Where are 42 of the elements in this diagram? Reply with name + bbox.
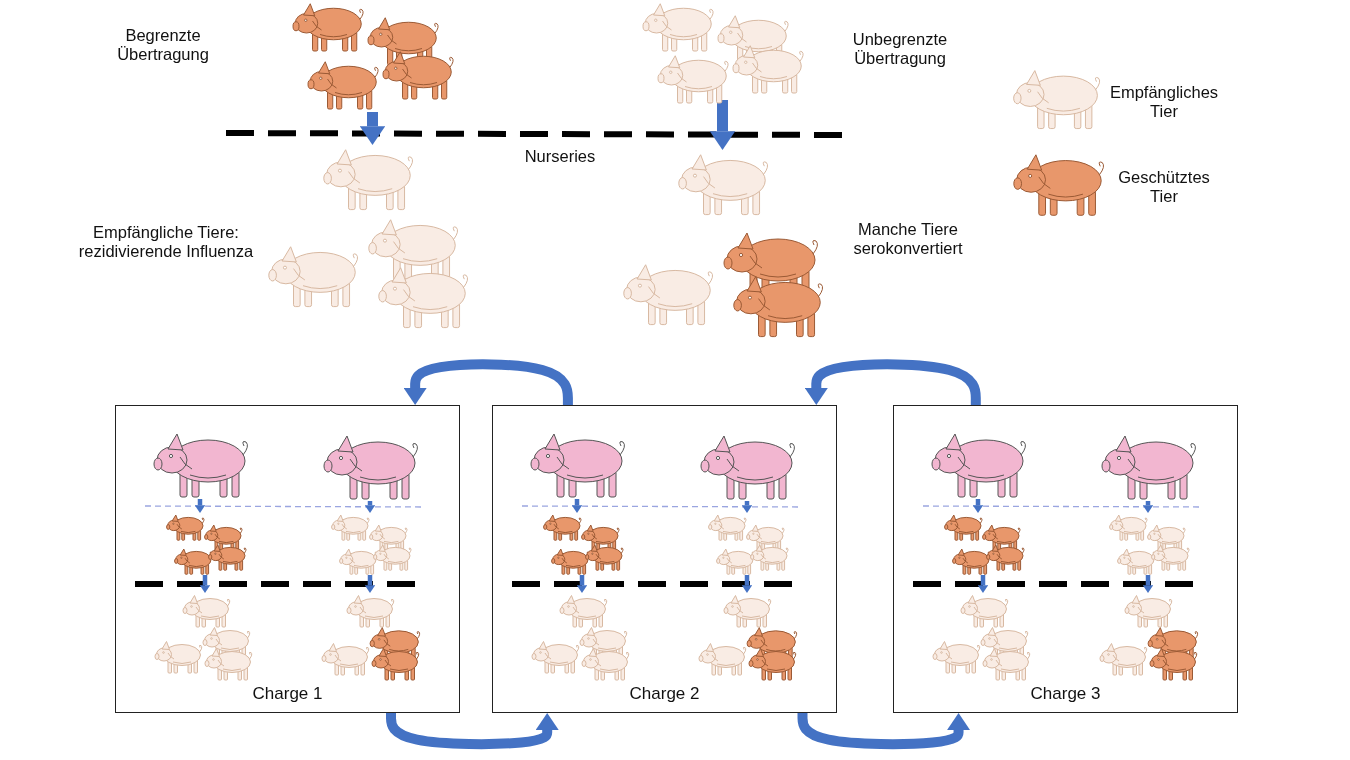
piglet-group-drawing xyxy=(165,513,245,575)
arrow xyxy=(363,112,382,145)
annotation-text: Begrenzte Übertragung xyxy=(116,26,210,64)
piglet-group-drawing xyxy=(707,513,787,575)
area-label: Nurseries xyxy=(523,147,597,166)
batch-panel xyxy=(893,405,1238,713)
arrow xyxy=(573,499,581,513)
arrow xyxy=(974,499,982,513)
arrow xyxy=(196,499,204,513)
pig-group-drawing xyxy=(931,593,1031,681)
legend-label: Empfängliches Tier xyxy=(1108,83,1220,121)
pig-group-drawing xyxy=(1098,593,1198,683)
arrow xyxy=(578,575,586,593)
arrow xyxy=(366,501,374,513)
curved-arrow xyxy=(386,713,556,750)
pig-group-drawing xyxy=(697,593,797,683)
arrow xyxy=(201,575,209,593)
piglet-group-drawing xyxy=(542,513,622,575)
curved-arrow xyxy=(797,713,968,750)
legend-label: Geschütztes Tier xyxy=(1117,168,1211,206)
annotation-text: Unbegrenzte Übertragung xyxy=(851,30,949,68)
batch-panel xyxy=(115,405,460,713)
arrow xyxy=(743,501,751,513)
batch-label: Charge 3 xyxy=(1029,684,1102,704)
arrow xyxy=(713,100,732,150)
pig-group-drawing xyxy=(153,593,253,681)
annotation-text: Empfängliche Tiere: rezidivierende Influenza xyxy=(77,223,255,261)
batch-panel xyxy=(492,405,837,713)
piglet-group-drawing xyxy=(1108,513,1188,575)
piglet-group-drawing xyxy=(330,513,410,575)
pig-group-drawing xyxy=(320,593,420,683)
annotation-text: Manche Tiere serokonvertiert xyxy=(852,220,964,258)
batch-label: Charge 1 xyxy=(251,684,324,704)
arrow xyxy=(1144,575,1152,593)
pig-group-drawing xyxy=(530,593,630,681)
batch-label: Charge 2 xyxy=(628,684,701,704)
piglet-group-drawing xyxy=(943,513,1023,575)
arrow xyxy=(1144,501,1152,513)
arrow xyxy=(743,575,751,593)
piglet-group-drawing xyxy=(290,0,455,112)
arrow xyxy=(979,575,987,593)
arrow xyxy=(366,575,374,593)
